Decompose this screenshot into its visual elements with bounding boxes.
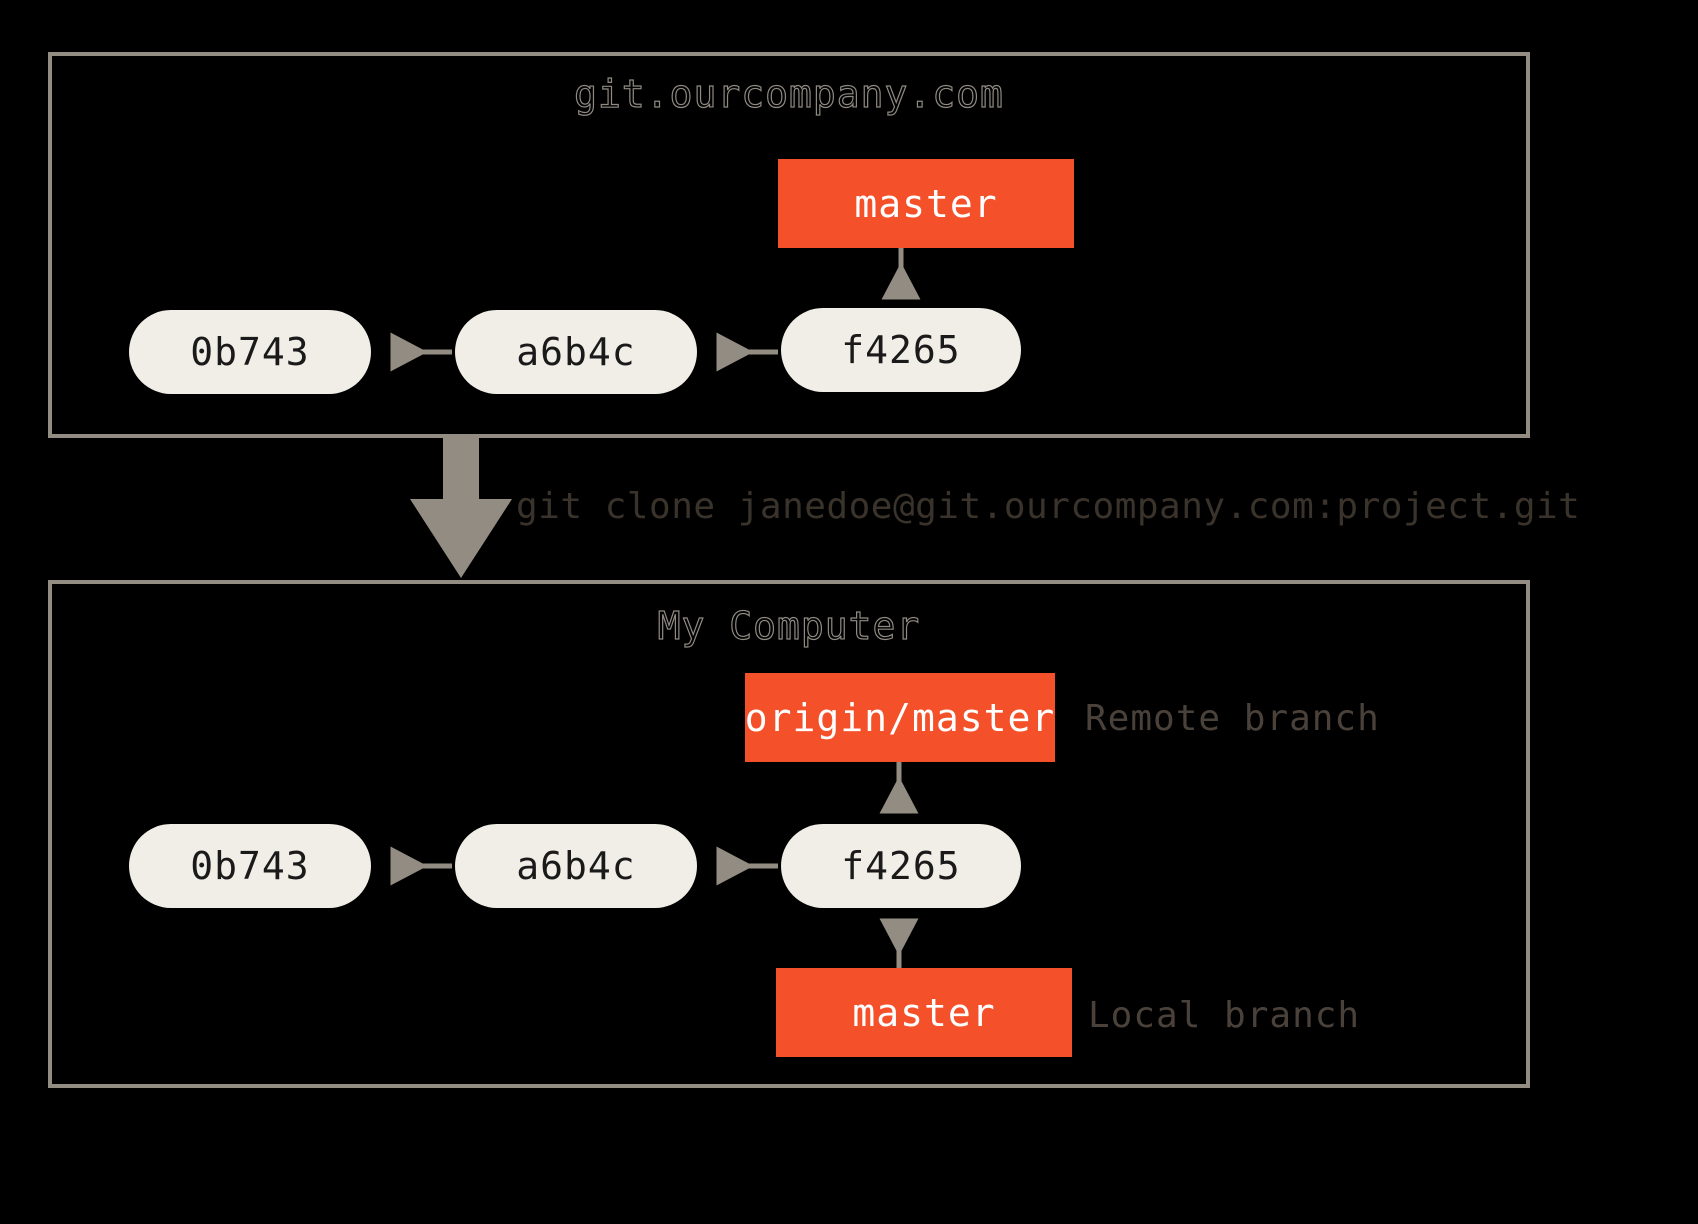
branch-box-master-remote[interactable]: master <box>778 159 1074 248</box>
local-panel-title: My Computer <box>657 603 921 648</box>
remote-branch-annotation: Remote branch <box>1085 698 1380 739</box>
remote-panel-title: git.ourcompany.com <box>573 71 1004 116</box>
commit-node-f4265-remote[interactable]: f4265 <box>781 308 1021 392</box>
local-repository-panel <box>48 580 1530 1088</box>
clone-down-arrow-icon <box>410 437 512 578</box>
commit-node-a6b4c-local[interactable]: a6b4c <box>455 824 697 908</box>
commit-node-a6b4c-remote[interactable]: a6b4c <box>455 310 697 394</box>
remote-repository-panel <box>48 52 1530 438</box>
commit-node-0b743-remote[interactable]: 0b743 <box>129 310 371 394</box>
local-branch-annotation: Local branch <box>1088 995 1361 1036</box>
branch-box-origin-master[interactable]: origin/master <box>745 673 1055 762</box>
commit-node-f4265-local[interactable]: f4265 <box>781 824 1021 908</box>
commit-node-0b743-local[interactable]: 0b743 <box>129 824 371 908</box>
clone-command-label: git clone janedoe@git.ourcompany.com:pro… <box>516 486 1581 527</box>
branch-box-master-local[interactable]: master <box>776 968 1072 1057</box>
